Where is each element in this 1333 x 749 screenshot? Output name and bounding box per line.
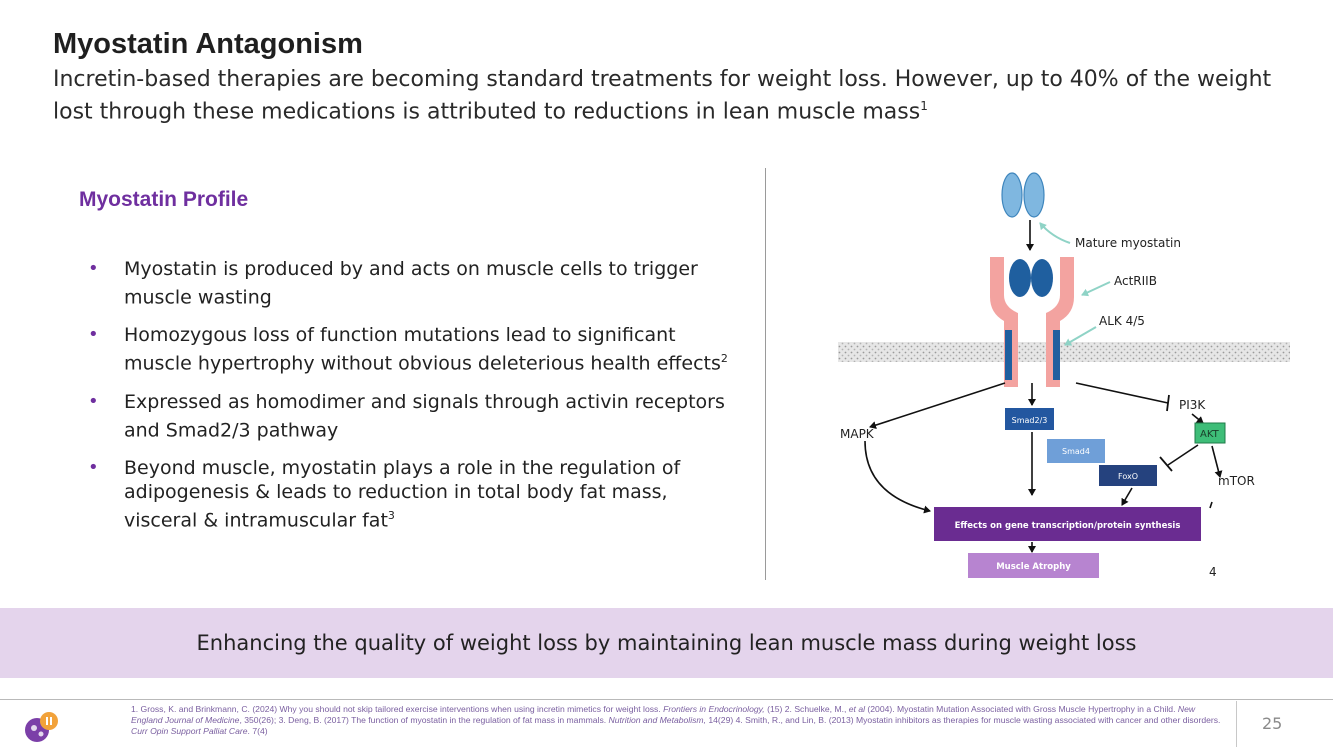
actriib-label: ActRIIB	[1114, 274, 1157, 288]
bullet-dot-icon: •	[88, 456, 99, 478]
smad4-node	[1047, 439, 1105, 463]
reference-journal: Frontiers in Endocrinology,	[663, 704, 765, 714]
bullet-text: Homozygous loss of function mutations le…	[124, 324, 721, 375]
akt-node	[1194, 422, 1226, 444]
reference-text: (2004). Myostatin Mutation Associated wi…	[865, 704, 1178, 714]
myostatin-signaling-diagram: Mature myostatin ActRIIB ALK 4/5 MAPK PI…	[838, 172, 1290, 579]
reference-text: (15) 2. Schuelke, M.,	[764, 704, 849, 714]
alk-receptor	[1005, 330, 1060, 380]
foxo-label: FoxO	[1118, 472, 1138, 481]
mtor-to-effects-stub	[1209, 501, 1213, 509]
bullet-ref: 3	[387, 508, 395, 522]
mapk-to-effects-arrow	[864, 440, 931, 514]
bullet-text: Myostatin is produced by and acts on mus…	[124, 258, 698, 309]
page-number-separator	[1236, 701, 1237, 747]
alk-label: ALK 4/5	[1099, 314, 1145, 328]
receptor-pi3k-inhibition	[1075, 382, 1169, 404]
mature-myostatin-pointer	[1039, 222, 1071, 244]
bullet-text: Expressed as homodimer and signals throu…	[124, 390, 725, 441]
foxo-node	[1099, 465, 1157, 486]
key-message-banner: Enhancing the quality of weight loss by …	[0, 608, 1333, 678]
mature-myostatin-label: Mature myostatin	[1075, 236, 1181, 250]
effects-label: Effects on gene transcription/protein sy…	[955, 521, 1181, 531]
profile-heading: Myostatin Profile	[79, 188, 249, 211]
reference-text: , 350(26); 3. Deng, B. (2017) The functi…	[239, 715, 609, 725]
profile-bullet-list: • Myostatin is produced by and acts on mu…	[88, 257, 728, 546]
receptor-to-mapk-arrow	[869, 382, 1006, 429]
muscle-atrophy-label: Muscle Atrophy	[996, 562, 1071, 572]
vertical-divider	[765, 168, 766, 580]
pi3k-label: PI3K	[1179, 398, 1206, 412]
pi3k-to-akt-arrow	[1191, 413, 1204, 424]
akt-label: AKT	[1200, 429, 1220, 440]
reference-text: . 7(4)	[247, 726, 268, 736]
reference-journal: Curr Opin Support Palliat Care	[131, 726, 248, 736]
company-logo	[25, 712, 58, 742]
footer-divider	[0, 699, 1333, 700]
foxo-to-effects-arrow	[1121, 487, 1133, 506]
pi3k-inhibition-bar	[1166, 394, 1170, 412]
bullet-dot-icon: •	[88, 324, 99, 346]
actriib-pointer	[1081, 281, 1111, 297]
akt-to-mtor-arrow	[1211, 445, 1223, 478]
smad4-label: Smad4	[1062, 447, 1090, 456]
reference-text: 1. Gross, K. and Brinkmann, C. (2024) Wh…	[131, 704, 664, 714]
page-number: 25	[1262, 714, 1283, 733]
mapk-label: MAPK	[840, 427, 875, 441]
reference-journal: New England Journal of Medicine	[131, 704, 1196, 725]
reference-text: 14(29) 4. Smith, R., and Lin, B. (2013) …	[705, 715, 1221, 725]
effects-node	[934, 507, 1201, 541]
mature-myostatin-ligand	[1001, 172, 1045, 218]
banner-text: Enhancing the quality of weight loss by …	[196, 631, 1137, 655]
mtor-label: mTOR	[1218, 474, 1255, 488]
smad23-node	[1005, 408, 1054, 430]
cell-membrane	[838, 342, 1290, 362]
akt-foxo-inhibition	[1167, 444, 1199, 466]
diagram-ref: 4	[1209, 565, 1217, 579]
reference-etal: et al	[848, 704, 866, 714]
bullet-item: • Myostatin is produced by and acts on mu…	[88, 257, 728, 309]
actriib-receptor	[990, 257, 1074, 387]
references: 1. Gross, K. and Brinkmann, C. (2024) Wh…	[131, 704, 1223, 737]
bullet-item: • Homozygous loss of function mutations l…	[88, 323, 728, 375]
slide-title: Myostatin Antagonism	[53, 28, 363, 60]
bullet-dot-icon: •	[88, 390, 99, 412]
alk-pointer	[1064, 326, 1097, 346]
bullet-dot-icon: •	[88, 258, 99, 279]
muscle-atrophy-node	[968, 553, 1099, 578]
smad23-label: Smad2/3	[1012, 416, 1048, 425]
bullet-item: • Beyond muscle, myostatin plays a role i…	[88, 456, 728, 532]
bullet-ref: 2	[720, 352, 728, 366]
subtitle-text: Incretin-based therapies are becoming st…	[53, 67, 1272, 125]
subtitle-ref: 1	[920, 99, 928, 113]
slide-subtitle: Incretin-based therapies are becoming st…	[53, 67, 1293, 125]
bullet-item: • Expressed as homodimer and signals thro…	[88, 390, 728, 442]
reference-journal: Nutrition and Metabolism,	[608, 715, 706, 725]
foxo-inhibition-bar	[1159, 456, 1173, 472]
bullet-text: Beyond muscle, myostatin plays a role in…	[124, 456, 681, 532]
